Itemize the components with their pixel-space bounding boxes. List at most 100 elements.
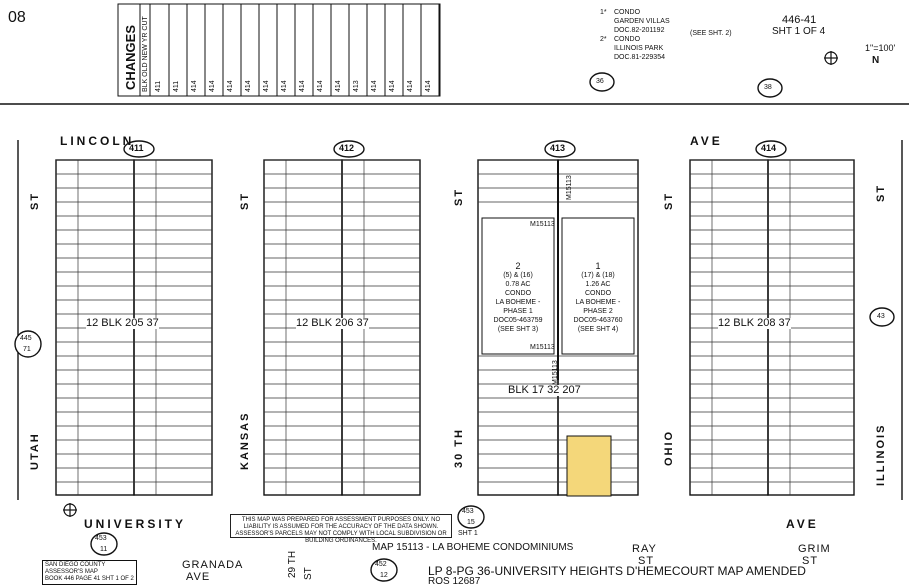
assessor-box: SAN DIEGO COUNTY ASSESSOR'S MAP BOOK 446… <box>42 560 137 585</box>
street-lincoln: LINCOLN <box>60 134 135 148</box>
ref-453-left: 453 <box>95 535 107 542</box>
assessor-line3: BOOK 446 PAGE 41 SHT 1 OF 2 <box>45 576 134 582</box>
legend-item: GARDEN VILLAS <box>600 17 670 26</box>
corner-number: 08 <box>8 9 26 26</box>
footer-lp: LP 8-PG 36-UNIVERSITY HEIGHTS D'HEMECOUR… <box>428 564 806 578</box>
changes-row-blk: 414 <box>263 80 270 92</box>
changes-row-blk: 414 <box>425 80 432 92</box>
assessor-line2: ASSESSOR'S MAP <box>45 569 98 575</box>
changes-row-blk: 414 <box>281 80 288 92</box>
street-granada: GRANADA <box>182 559 244 571</box>
condo-1-type: CONDO <box>504 290 532 297</box>
book-page: 446-41 <box>782 14 817 26</box>
ref-452: 452 <box>375 561 387 568</box>
disclaimer-box: THIS MAP WAS PREPARED FOR ASSESSMENT PUR… <box>230 514 452 544</box>
changes-row-blk: 414 <box>209 80 216 92</box>
col-cut: CUT <box>142 16 149 31</box>
m15113-label-b: M15113 <box>530 344 555 351</box>
street-30th: 30 TH <box>453 428 465 468</box>
condo-1-doc: DOC05-463759 <box>493 317 543 324</box>
street-29th-st: ST <box>303 567 314 580</box>
legend-text: DOC.81-229354 <box>614 54 665 61</box>
street-ray: RAY <box>632 543 657 555</box>
ref-38: 38 <box>764 84 772 91</box>
street-30th-st: ST <box>453 187 465 206</box>
street-29th: 29 TH <box>287 550 298 578</box>
ref-43: 43 <box>877 313 885 320</box>
legend-text: ILLINOIS PARK <box>614 45 664 52</box>
changes-row-blk: 413 <box>353 80 360 92</box>
legend-item: DOC.82-201192 <box>600 26 670 35</box>
changes-row-blk: 414 <box>371 80 378 92</box>
m15113-label-d: M15113 <box>552 360 559 385</box>
legend-item: 2* CONDO <box>600 35 670 44</box>
street-utah-st: ST <box>29 191 41 210</box>
street-granada-ave: AVE <box>186 571 211 583</box>
legend-text: DOC.82-201192 <box>614 27 665 34</box>
condo-legend: 1* CONDO GARDEN VILLAS DOC.82-201192 2* CONDO… <box>600 8 670 62</box>
condo-1-acres: 0.78 AC <box>505 281 531 288</box>
legend-text: CONDO <box>614 36 641 43</box>
block-number-414: 414 <box>761 143 777 153</box>
legend-item: 1* CONDO <box>600 8 670 17</box>
block-label-207: BLK 17 32 207 <box>508 384 581 396</box>
changes-row-blk: 414 <box>389 80 396 92</box>
m15113-label-a: M15113 <box>530 221 555 228</box>
legend-num: 1* <box>600 9 607 16</box>
condo-1-name: LA BOHEME - PHASE 1 <box>495 299 541 315</box>
block-number-413: 413 <box>550 143 566 153</box>
legend-text: GARDEN VILLAS <box>614 18 670 25</box>
ref-sht1: SHT 1 <box>458 530 478 537</box>
condo-2-sub: (17) & (18) <box>581 272 615 279</box>
block-label-205: 12 BLK 205 37 <box>86 317 159 329</box>
col-new: NEW <box>142 44 149 61</box>
footer-map: MAP 15113 - LA BOHEME CONDOMINIUMS <box>372 542 574 553</box>
ref-12: 12 <box>380 572 388 579</box>
street-lincoln-ave: AVE <box>690 134 723 148</box>
condo-1-see: (SEE SHT 3) <box>497 326 539 333</box>
block-label-206: 12 BLK 206 37 <box>296 317 369 329</box>
col-yr: YR <box>142 32 149 43</box>
street-university-ave: AVE <box>786 517 819 531</box>
scale-label: 1"=100' <box>865 43 896 53</box>
m15113-label-c: M15113 <box>566 175 573 200</box>
legend-see-sheet: (SEE SHT. 2) <box>690 30 732 37</box>
ref-36: 36 <box>596 78 604 85</box>
street-grim-st: ST <box>802 555 819 567</box>
changes-row-blk: 414 <box>191 80 198 92</box>
ref-453-right: 453 <box>462 508 474 515</box>
street-university: UNIVERSITY <box>84 517 187 531</box>
street-ohio: OHIO <box>663 429 675 466</box>
changes-row-blk: 414 <box>227 80 234 92</box>
assessor-line1: SAN DIEGO COUNTY <box>45 562 106 568</box>
condo-2-see: (SEE SHT 4) <box>577 326 619 333</box>
street-utah: UTAH <box>29 432 41 470</box>
changes-row-blk: 411 <box>155 80 162 92</box>
street-illinois: ILLINOIS <box>875 423 887 486</box>
block-number-411: 411 <box>129 143 144 153</box>
changes-row-blk: 414 <box>317 80 324 92</box>
street-ray-st: ST <box>638 555 655 567</box>
condo-2-type: CONDO <box>584 290 612 297</box>
street-kansas: KANSAS <box>239 411 251 470</box>
ref-445: 445 <box>20 335 32 342</box>
changes-row-blk: 414 <box>245 80 252 92</box>
changes-row-blk: 411 <box>173 80 180 92</box>
sheet-number: SHT 1 OF 4 <box>772 26 826 37</box>
legend-num: 2* <box>600 36 607 43</box>
legend-text: CONDO <box>614 9 641 16</box>
condo-phase-1: 2 (5) & (16) 0.78 AC CONDO LA BOHEME - P… <box>484 262 552 334</box>
col-old: OLD <box>142 62 149 77</box>
street-illinois-st: ST <box>875 183 887 202</box>
condo-2-lot: 1 <box>595 261 601 271</box>
changes-title: CHANGES <box>123 24 138 90</box>
block-label-208: 12 BLK 208 37 <box>718 317 791 329</box>
condo-2-acres: 1.26 AC <box>585 281 611 288</box>
footer-ros: ROS 12687 <box>428 576 481 587</box>
legend-item: DOC.81-229354 <box>600 53 670 62</box>
changes-columns: BLK OLD NEW YR CUT <box>142 16 149 92</box>
changes-row-blk: 414 <box>335 80 342 92</box>
north-arrow: N <box>872 55 880 66</box>
ref-71: 71 <box>23 346 31 353</box>
street-ohio-st: ST <box>663 191 675 210</box>
